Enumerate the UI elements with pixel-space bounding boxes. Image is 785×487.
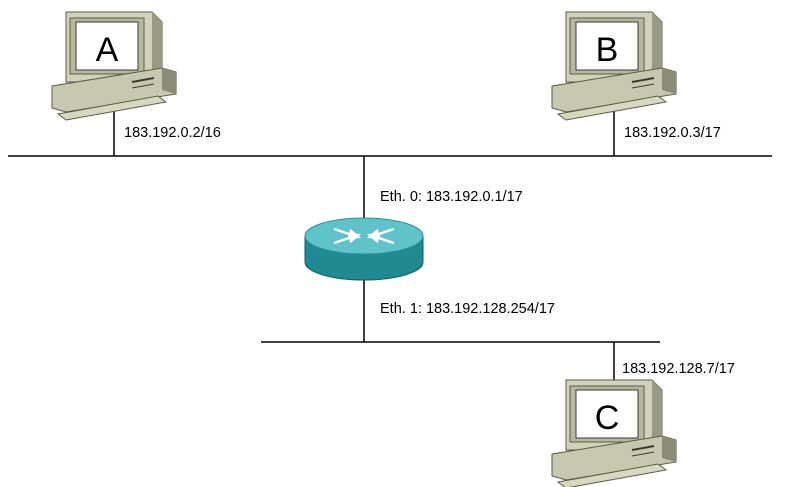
host-a-ip-label: 183.192.0.2/16 [124, 125, 221, 141]
router-eth1-label: Eth. 1: 183.192.128.254/17 [380, 301, 555, 317]
router-icon [304, 217, 424, 281]
host-b-computer-icon: B [551, 11, 677, 121]
host-b-ip-label: 183.192.0.3/17 [624, 125, 721, 141]
host-c-letter: C [595, 399, 620, 437]
host-a-computer-icon: A [51, 11, 177, 121]
host-a-letter: A [96, 31, 119, 69]
router-eth0-label: Eth. 0: 183.192.0.1/17 [380, 189, 523, 205]
host-b-letter: B [596, 31, 619, 69]
host-c-computer-icon: C [551, 379, 677, 487]
host-c-ip-label: 183.192.128.7/17 [622, 361, 735, 377]
